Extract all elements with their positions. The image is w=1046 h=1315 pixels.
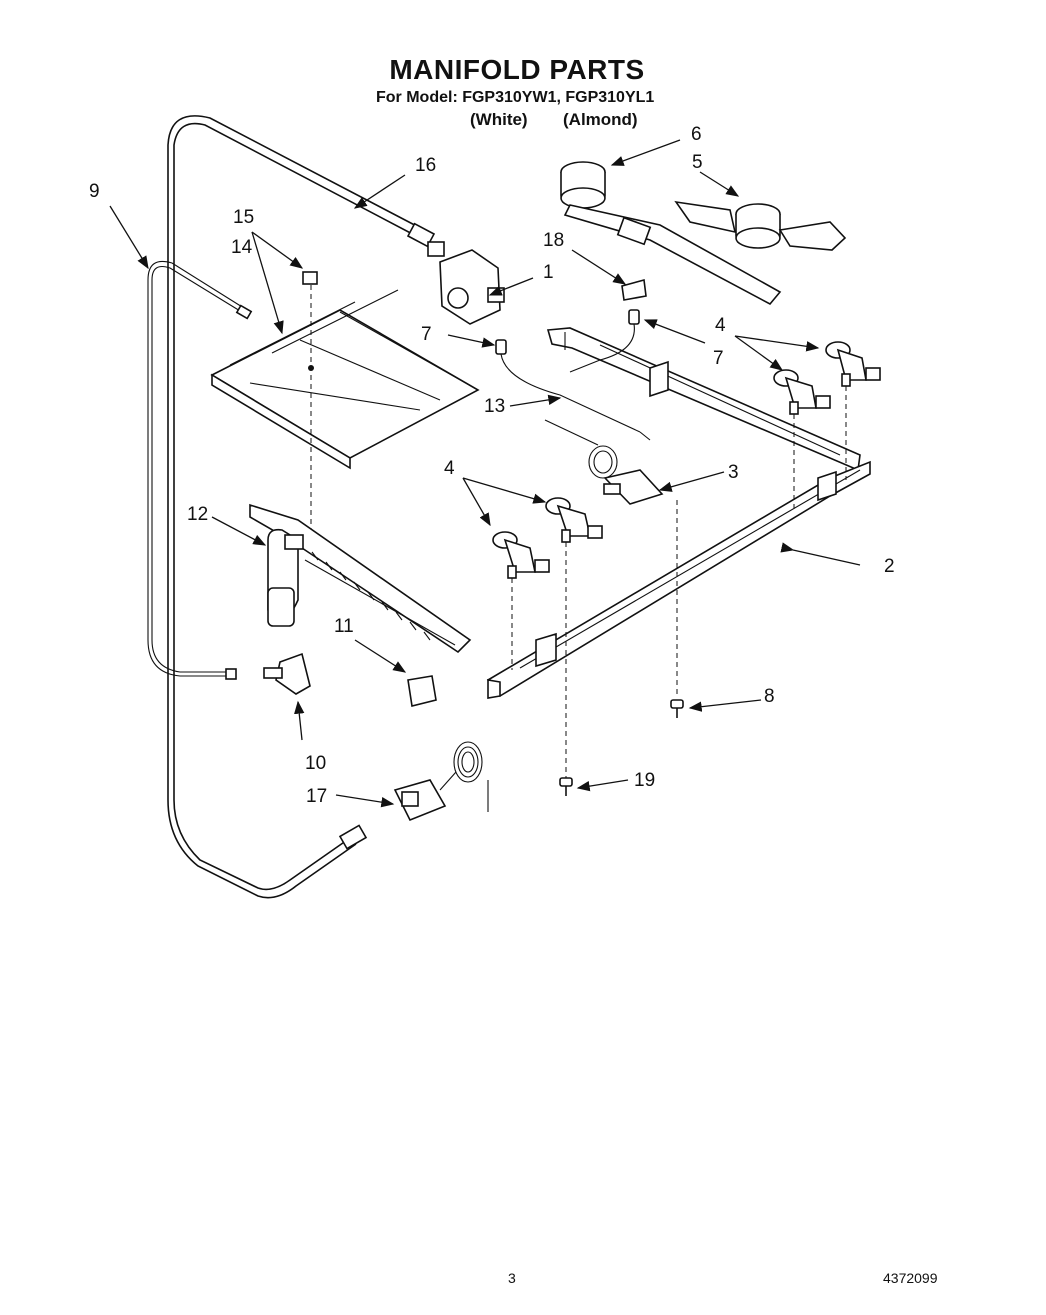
mounting-screw-19 xyxy=(559,777,573,796)
callout-10: 10 xyxy=(305,753,326,774)
surface-burner-rear xyxy=(674,200,847,251)
burner-valve-rear-left xyxy=(545,497,603,543)
callout-7b: 7 xyxy=(713,348,724,369)
burner-valve-rear-right xyxy=(825,341,881,387)
oven-gas-tube xyxy=(167,115,436,899)
burner-valve-front-left xyxy=(492,531,550,579)
pilot-tube xyxy=(147,260,253,680)
callout-13: 13 xyxy=(484,396,505,417)
callout-19: 19 xyxy=(634,770,655,791)
callout-4a: 4 xyxy=(444,458,455,479)
callout-2: 2 xyxy=(884,556,895,577)
oven-safety-valve xyxy=(427,241,505,325)
callout-12: 12 xyxy=(187,504,208,525)
variant-white: (White) xyxy=(470,110,528,129)
leader-lines xyxy=(109,139,861,808)
callout-6: 6 xyxy=(691,124,702,145)
callout-17: 17 xyxy=(306,786,327,807)
callout-8: 8 xyxy=(764,686,775,707)
burner-valve-front-right xyxy=(773,369,831,415)
pressure-regulator xyxy=(588,445,664,505)
callout-16: 16 xyxy=(415,155,436,176)
spark-igniter-left xyxy=(495,339,641,433)
oven-burner xyxy=(249,503,472,654)
mounting-screw-8 xyxy=(670,699,684,718)
callout-18: 18 xyxy=(543,230,564,251)
callout-9: 9 xyxy=(89,181,100,202)
callout-7a: 7 xyxy=(421,324,432,345)
callout-15: 15 xyxy=(233,207,254,228)
page-number: 3 xyxy=(508,1270,516,1286)
surface-burner-front xyxy=(560,161,782,306)
callout-14: 14 xyxy=(231,237,253,258)
callout-1: 1 xyxy=(543,262,554,283)
burner-bracket xyxy=(407,675,437,707)
igniter-bracket xyxy=(621,278,647,301)
oven-thermostat xyxy=(393,741,489,822)
manifold-pipe-assembly xyxy=(486,327,871,699)
callout-4b: 4 xyxy=(715,315,726,336)
document-number: 4372099 xyxy=(883,1270,938,1286)
spark-igniter-right xyxy=(569,309,640,373)
oven-pilot xyxy=(263,652,311,695)
baffle-nut xyxy=(302,271,318,285)
callout-5: 5 xyxy=(692,152,703,173)
variant-almond: (Almond) xyxy=(563,110,638,129)
model-subtitle: For Model: FGP310YW1, FGP310YL1 xyxy=(376,89,655,106)
callout-3: 3 xyxy=(728,462,739,483)
callout-11: 11 xyxy=(334,616,354,637)
spark-electrode-wires xyxy=(544,419,651,446)
page-title: MANIFOLD PARTS xyxy=(389,54,645,85)
burner-baffle xyxy=(210,289,480,470)
